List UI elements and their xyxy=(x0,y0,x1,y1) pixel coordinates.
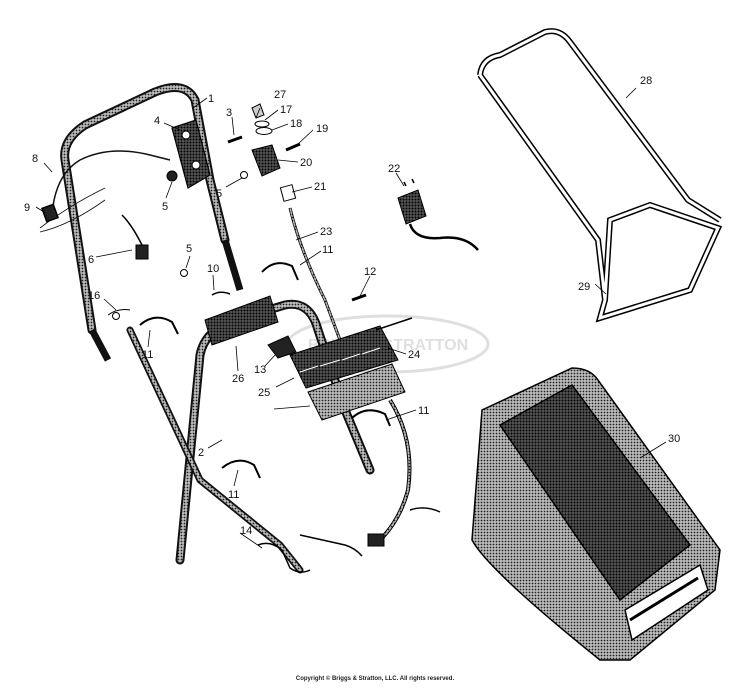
callout-17: 17 xyxy=(280,104,292,116)
cable-ends xyxy=(121,214,363,573)
callout-3: 3 xyxy=(226,107,232,119)
handle-bracket xyxy=(204,295,279,346)
wire-clamp xyxy=(267,335,297,359)
switch-box xyxy=(171,119,211,189)
callout-4: 4 xyxy=(154,115,160,127)
callout-18: 18 xyxy=(290,118,302,130)
callout-11-d: 11 xyxy=(228,489,239,501)
callout-22: 22 xyxy=(388,163,400,175)
grass-bag xyxy=(471,367,721,661)
callout-23: 23 xyxy=(320,226,332,238)
bolts xyxy=(107,135,367,320)
cable-clips xyxy=(139,262,391,479)
callout-26: 26 xyxy=(232,373,244,385)
callout-24: 24 xyxy=(408,349,420,361)
wire-harness xyxy=(279,184,441,547)
bail-cable xyxy=(39,150,171,233)
callout-28: 28 xyxy=(640,75,652,87)
callout-11-a: 11 xyxy=(322,244,333,256)
switch-key xyxy=(251,144,281,177)
callout-13: 13 xyxy=(254,364,266,376)
battery-charger xyxy=(397,178,479,251)
callout-30: 30 xyxy=(668,433,680,445)
callout-11-c: 11 xyxy=(418,405,429,417)
callout-5-c: 5 xyxy=(186,243,192,255)
callout-5-b: 5 xyxy=(216,188,222,200)
callout-16: 16 xyxy=(88,290,100,302)
callout-2: 2 xyxy=(198,447,204,459)
lock-nut xyxy=(166,170,178,182)
grass-bag-frame xyxy=(477,28,723,323)
upper-handle xyxy=(60,83,244,362)
callout-27: 27 xyxy=(274,89,286,101)
callout-21: 21 xyxy=(314,181,326,193)
callout-29: 29 xyxy=(578,281,590,293)
knob-parts xyxy=(251,103,273,135)
copyright-notice: Copyright © Briggs & Stratton, LLC. All … xyxy=(295,676,455,682)
grass-bag-frame-inner xyxy=(478,29,721,321)
callout-8: 8 xyxy=(32,153,38,165)
callout-11-b: 11 xyxy=(142,349,153,361)
callout-6: 6 xyxy=(88,254,94,266)
leader-lines xyxy=(35,87,667,549)
lower-handle xyxy=(126,299,375,574)
callout-20: 20 xyxy=(300,157,312,169)
callout-10: 10 xyxy=(207,263,219,275)
callout-25: 25 xyxy=(258,387,270,399)
callout-14: 14 xyxy=(240,525,252,537)
battery-tray xyxy=(307,363,406,421)
callout-1: 1 xyxy=(208,93,214,105)
callout-9: 9 xyxy=(24,202,30,214)
callout-19: 19 xyxy=(316,123,328,135)
battery-pack xyxy=(289,317,413,389)
callout-5-a: 5 xyxy=(162,201,168,213)
callout-12: 12 xyxy=(364,266,376,278)
